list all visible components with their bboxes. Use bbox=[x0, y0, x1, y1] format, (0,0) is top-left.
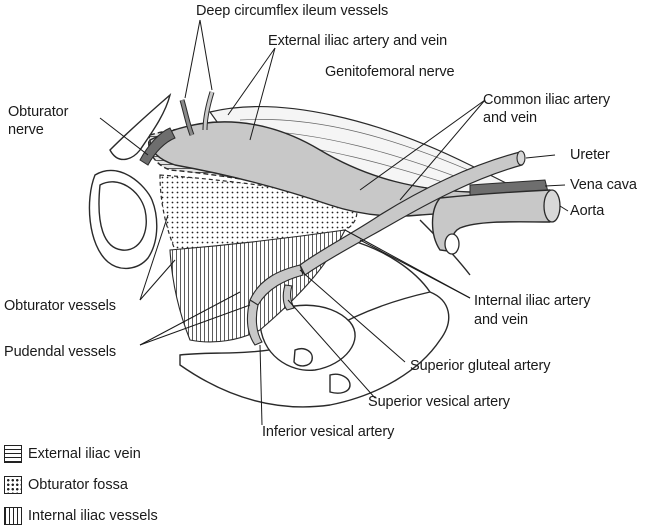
label-obturator-nerve-line1: Obturator bbox=[8, 104, 69, 120]
vertical-lines-swatch-icon bbox=[4, 507, 22, 525]
label-external-iliac-artery-vein: External iliac artery and vein bbox=[268, 33, 448, 49]
dots-swatch-icon bbox=[4, 476, 22, 494]
horizontal-lines-swatch-icon bbox=[4, 445, 22, 463]
label-internal-iliac-line1: Internal iliac artery bbox=[474, 293, 591, 309]
label-internal-iliac-line2: and vein bbox=[474, 312, 529, 328]
obturator-nerve-vessel bbox=[139, 127, 176, 166]
label-common-iliac-line2: and vein bbox=[483, 110, 538, 126]
leader-lines bbox=[99, 19, 569, 426]
legend-label: Internal iliac vessels bbox=[28, 508, 158, 524]
label-vena-cava: Vena cava bbox=[570, 177, 637, 193]
label-deep-circumflex: Deep circumflex ileum vessels bbox=[196, 3, 389, 19]
label-inferior-vesical: Inferior vesical artery bbox=[262, 424, 395, 440]
legend-obturator-fossa: Obturator fossa bbox=[4, 474, 128, 496]
ureter-end bbox=[516, 150, 526, 166]
legend-label: Obturator fossa bbox=[28, 477, 128, 493]
label-superior-gluteal: Superior gluteal artery bbox=[410, 358, 551, 374]
label-obturator-nerve-line2: nerve bbox=[8, 122, 44, 138]
label-obturator-vessels: Obturator vessels bbox=[4, 298, 116, 314]
label-superior-vesical: Superior vesical artery bbox=[368, 394, 510, 410]
label-ureter: Ureter bbox=[570, 147, 610, 163]
legend-external-iliac-vein: External iliac vein bbox=[4, 443, 141, 465]
legend-internal-iliac-vessels: Internal iliac vessels bbox=[4, 505, 158, 527]
common-iliac-end bbox=[444, 233, 460, 255]
label-pudendal-vessels: Pudendal vessels bbox=[4, 344, 117, 360]
label-aorta: Aorta bbox=[570, 203, 605, 219]
legend-label: External iliac vein bbox=[28, 446, 141, 462]
aorta-vessel bbox=[431, 189, 559, 253]
label-common-iliac-line1: Common iliac artery bbox=[483, 92, 611, 108]
pelvic-bone bbox=[88, 93, 471, 408]
aorta-end bbox=[543, 189, 561, 223]
internal-iliac-region bbox=[169, 229, 346, 343]
label-genitofemoral: Genitofemoral nerve bbox=[325, 64, 455, 80]
